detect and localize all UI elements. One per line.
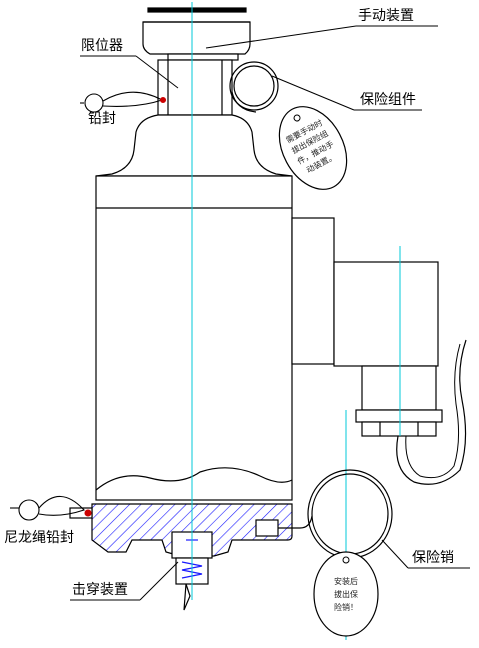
nylon-rope-seal xyxy=(10,495,92,521)
lower-tag-line-2: 拔出保 xyxy=(334,589,358,599)
lead-seal-upper xyxy=(80,91,167,113)
safety-pin xyxy=(278,469,393,569)
label-puncture-device: 击穿装置 xyxy=(72,582,128,598)
label-manual-device: 手动装置 xyxy=(358,8,414,24)
manual-device xyxy=(142,7,251,61)
label-limiter: 限位器 xyxy=(81,38,123,54)
valve-neck xyxy=(95,114,293,177)
safety-tag-lower: 安装后 拔出保 险销！ xyxy=(313,551,379,637)
safety-assembly xyxy=(229,61,279,113)
lower-tag-line-3: 险销！ xyxy=(334,602,358,612)
solenoid-wire xyxy=(396,339,467,485)
leader-lines xyxy=(70,25,470,601)
solenoid-wire-2 xyxy=(405,343,461,479)
label-safety-assembly: 保险组件 xyxy=(360,92,416,108)
safety-tag-upper: 需要手动时 拔出保险组 件，推动手 动装置。 xyxy=(278,106,348,190)
lower-tag-line-1: 安装后 xyxy=(334,576,358,586)
solenoid-housing xyxy=(291,217,443,437)
cylinder-body xyxy=(95,175,293,501)
limiter xyxy=(157,59,233,116)
label-nylon-rope-seal: 尼龙绳铅封 xyxy=(4,530,74,546)
label-safety-pin: 保险销 xyxy=(412,550,454,566)
label-lead-seal: 铅封 xyxy=(88,111,116,127)
